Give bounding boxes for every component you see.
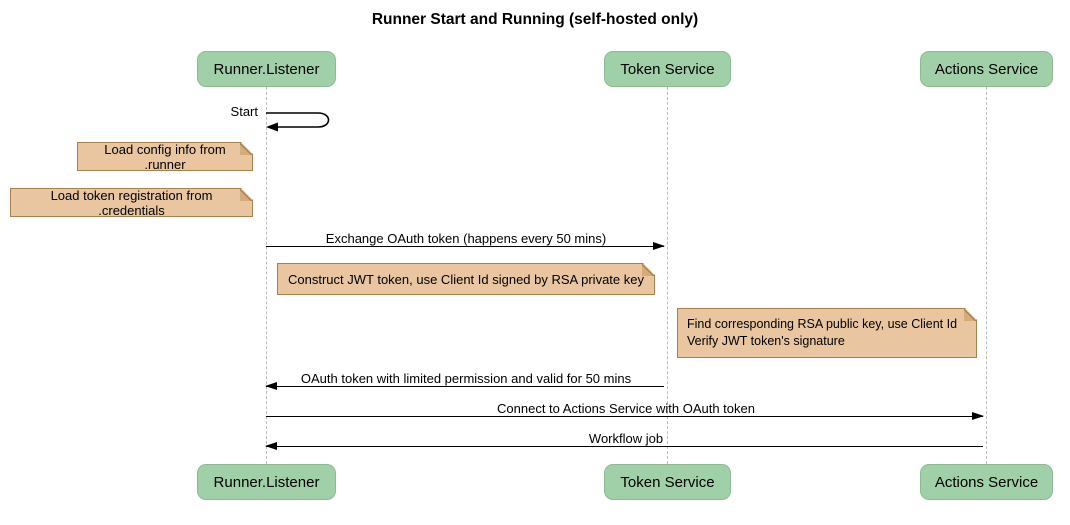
note-text-line: Verify JWT token's signature bbox=[687, 334, 845, 348]
participant-top-token-service: Token Service bbox=[604, 51, 731, 87]
note-fold-icon bbox=[240, 143, 252, 155]
note-fold-icon bbox=[964, 309, 976, 321]
message-connect-actions-label: Connect to Actions Service with OAuth to… bbox=[497, 401, 755, 416]
message-workflow-job-arrow bbox=[265, 442, 983, 450]
lifeline-actions-service bbox=[986, 87, 987, 464]
message-workflow-job-label: Workflow job bbox=[588, 431, 664, 446]
note-text: Load token registration from .credential… bbox=[50, 187, 213, 218]
participant-label: Runner.Listener bbox=[213, 60, 320, 78]
participant-bottom-actions-service: Actions Service bbox=[920, 464, 1053, 500]
message-connect-actions-arrow bbox=[266, 412, 984, 420]
note-construct-jwt: Construct JWT token, use Client Id signe… bbox=[277, 263, 655, 295]
note-text: Load config info from .runner bbox=[104, 141, 226, 172]
participant-label: Token Service bbox=[620, 473, 715, 491]
note-load-config: Load config info from .runner bbox=[77, 142, 253, 171]
message-start-label: Start bbox=[230, 104, 258, 119]
note-text: Construct JWT token, use Client Id signe… bbox=[288, 271, 644, 287]
self-loop-arrow bbox=[266, 112, 330, 132]
participant-label: Actions Service bbox=[934, 60, 1039, 78]
participant-bottom-token-service: Token Service bbox=[604, 464, 731, 500]
diagram-title: Runner Start and Running (self-hosted on… bbox=[371, 11, 699, 28]
message-exchange-oauth-label: Exchange OAuth token (happens every 50 m… bbox=[325, 231, 607, 246]
participant-label: Runner.Listener bbox=[213, 473, 320, 491]
participant-bottom-runner-listener: Runner.Listener bbox=[197, 464, 336, 500]
message-oauth-token-label: OAuth token with limited permission and … bbox=[300, 371, 632, 386]
note-fold-icon bbox=[240, 189, 252, 201]
lifeline-token-service bbox=[667, 87, 668, 464]
participant-top-actions-service: Actions Service bbox=[920, 51, 1053, 87]
message-exchange-oauth-arrow bbox=[266, 242, 665, 250]
message-oauth-token-arrow bbox=[265, 382, 664, 390]
note-load-token-registration: Load token registration from .credential… bbox=[10, 188, 253, 217]
participant-top-runner-listener: Runner.Listener bbox=[197, 51, 336, 87]
note-text-line: Find corresponding RSA public key, use C… bbox=[687, 317, 958, 331]
participant-label: Actions Service bbox=[934, 473, 1039, 491]
note-verify-jwt: Find corresponding RSA public key, use C… bbox=[677, 308, 977, 358]
lifeline-runner-listener bbox=[266, 87, 267, 464]
note-fold-icon bbox=[642, 264, 654, 276]
participant-label: Token Service bbox=[620, 60, 715, 78]
